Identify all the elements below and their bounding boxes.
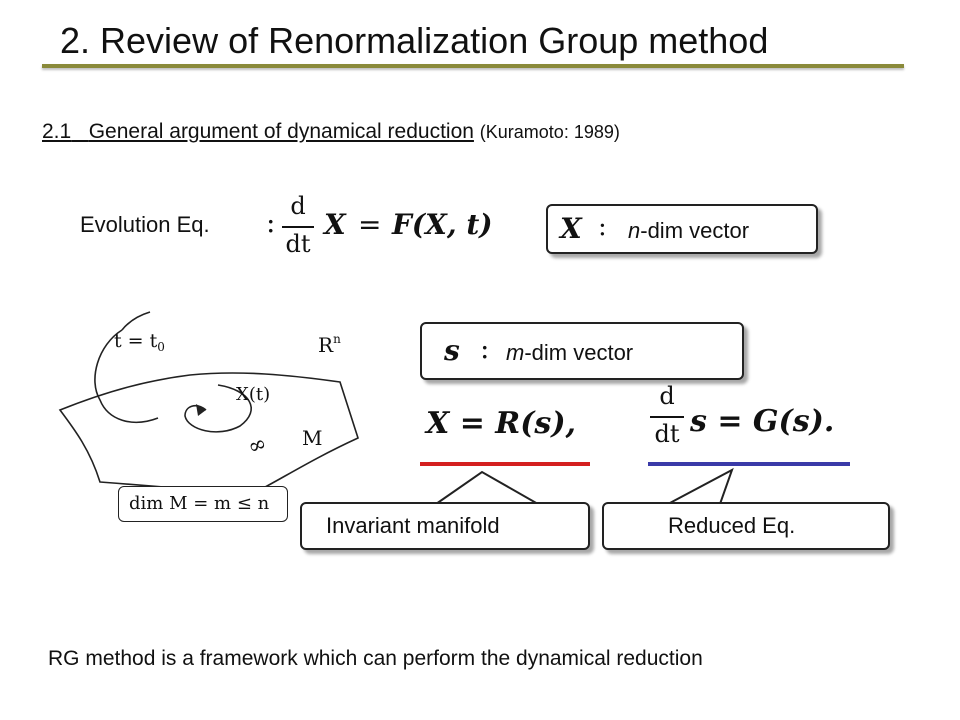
section-title: General argument of dynamical reduction [88,120,474,143]
rn-label: Rn [318,332,341,357]
reduced-eq-callout: Reduced Eq. [602,502,890,550]
spiral-arrow [184,384,252,433]
section-number: 2.1 [42,120,72,143]
section-heading: 2.1 General argument of dynamical reduct… [42,120,620,144]
s-definition-box: s : m-dim vector [420,322,744,380]
dim-box: dim M = m ≤ n [118,486,288,522]
evolution-equation: : d dt X = F(X, t) [266,192,493,258]
evolution-label: Evolution Eq. [80,212,210,237]
title-rule [42,64,904,68]
manifold-diagram: t = t0 Rn X(t) ∞ M [58,311,359,507]
reduced-eq-label: Reduced Eq. [668,513,796,538]
manifold-surface [58,372,359,496]
invariant-manifold-label: Invariant manifold [326,513,500,538]
invariant-manifold-callout: Invariant manifold [300,502,590,550]
manifold-equation: X = R(s), [426,406,576,441]
reduced-equation: d dt s = G(s). [650,382,860,462]
t-equals-t0-label: t = t0 [114,330,165,354]
bottom-statement: RG method is a framework which can perfo… [48,647,703,670]
xt-label: X(t) [236,384,270,405]
m-label: M [302,426,322,450]
citation: (Kuramoto: 1989) [479,122,620,142]
trajectory-curve [94,329,159,424]
red-underline [420,462,590,466]
blue-underline [648,462,850,466]
x-definition-box: X : n-dim vector [546,204,818,254]
slide-title: 2. Review of Renormalization Group metho… [60,20,769,61]
